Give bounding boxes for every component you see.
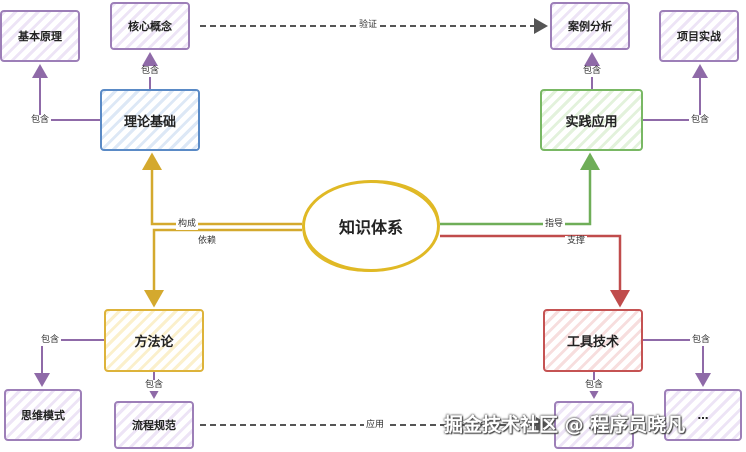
watermark: 掘金技术社区 @ 程序员晓凡	[444, 414, 686, 436]
edge-label-contain-tools-left: 包含	[583, 380, 606, 391]
node-process-standards[interactable]: 流程规范	[114, 401, 194, 449]
node-theory[interactable]: 理论基础	[100, 89, 200, 151]
edge-theory-basic	[32, 64, 100, 121]
node-project-practice-label: 项目实战	[677, 30, 721, 43]
node-case-analysis-label: 案例分析	[568, 20, 612, 33]
node-basic-principles-label: 基本原理	[18, 30, 62, 43]
edge-center-theory	[142, 152, 302, 226]
edge-label-contain-basic: 包含	[29, 115, 52, 126]
node-project-practice[interactable]: 项目实战	[659, 10, 739, 62]
edge-center-practice	[440, 152, 600, 226]
node-tools[interactable]: 工具技术	[543, 309, 643, 372]
node-practice[interactable]: 实践应用	[540, 89, 643, 151]
node-methodology-label: 方法论	[134, 335, 174, 350]
node-tools-child-right[interactable]: …	[664, 389, 742, 441]
edge-method-thinking	[34, 339, 104, 387]
center-node-knowledge-system[interactable]: 知识体系	[302, 180, 440, 272]
edge-label-contain-core: 包含	[139, 66, 162, 77]
edge-label-apply: 应用	[364, 420, 387, 431]
node-theory-label: 理论基础	[123, 114, 176, 130]
edge-label-contain-process: 包含	[143, 380, 166, 391]
node-thinking-patterns-label: 思维模式	[21, 409, 65, 422]
node-tools-child-right-label: …	[697, 408, 709, 422]
edge-practice-project	[643, 64, 708, 121]
edge-tools-right	[643, 339, 711, 387]
node-process-standards-label: 流程规范	[132, 419, 176, 432]
node-core-concepts[interactable]: 核心概念	[110, 2, 190, 50]
edge-label-compose: 构成	[176, 219, 199, 230]
node-thinking-patterns[interactable]: 思维模式	[4, 389, 82, 441]
node-tools-label: 工具技术	[566, 335, 619, 350]
edge-label-support: 支撑	[565, 236, 588, 247]
edge-label-depend: 依赖	[196, 236, 219, 247]
node-tools-child-left-label: …	[588, 418, 600, 432]
center-label: 知识体系	[338, 218, 403, 237]
node-basic-principles[interactable]: 基本原理	[0, 10, 80, 62]
node-case-analysis[interactable]: 案例分析	[550, 2, 630, 50]
edge-center-methodology	[144, 228, 302, 308]
node-core-concepts-label: 核心概念	[128, 20, 172, 33]
edge-label-guide: 指导	[543, 219, 566, 230]
node-tools-child-left[interactable]: …	[554, 401, 634, 449]
edge-label-contain-project: 包含	[689, 115, 712, 126]
node-methodology[interactable]: 方法论	[104, 309, 204, 372]
edge-center-tools	[440, 234, 630, 308]
node-practice-label: 实践应用	[565, 114, 618, 130]
edge-label-contain-thinking: 包含	[39, 335, 62, 346]
edge-label-verify: 验证	[357, 20, 380, 31]
edge-label-contain-tools-right: 包含	[690, 335, 713, 346]
edge-label-contain-case: 包含	[581, 66, 604, 77]
